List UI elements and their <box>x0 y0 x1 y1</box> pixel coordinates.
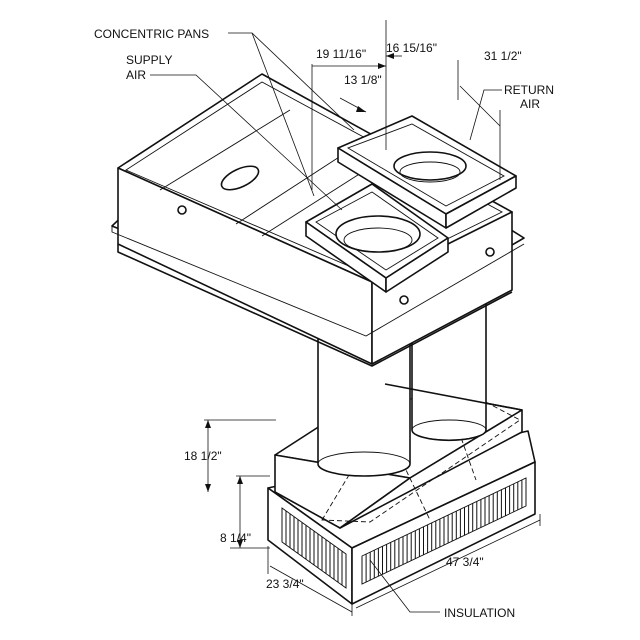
dim-18-1-2: 18 1/2" <box>184 449 222 463</box>
right-grille <box>361 477 527 585</box>
dim-23-3-4: 23 3/4" <box>266 577 304 591</box>
dim-8-1-4: 8 1/4" <box>220 531 251 545</box>
left-grille <box>281 507 347 589</box>
dim-47-3-4: 47 3/4" <box>446 555 484 569</box>
return-air-label-line1: RETURN <box>504 83 554 97</box>
insulation-label: INSULATION <box>444 606 515 620</box>
labels: CONCENTRIC PANS SUPPLY AIR RETURN AIR IN… <box>94 27 554 620</box>
return-air-label-line2: AIR <box>520 97 540 111</box>
supply-duct <box>317 335 411 477</box>
return-pan <box>337 115 517 229</box>
supply-air-label-line2: AIR <box>126 68 146 82</box>
supply-pan <box>305 183 449 293</box>
dim-19-11-16: 19 11/16" <box>316 47 366 61</box>
dimension-lines <box>150 20 541 616</box>
dim-31-1-2: 31 1/2" <box>484 49 522 63</box>
dim-13-1-8: 13 1/8" <box>344 73 382 87</box>
dim-16-15-16: 16 15/16" <box>386 41 437 55</box>
supply-air-label-line1: SUPPLY <box>126 53 172 67</box>
concentric-pans-label: CONCENTRIC PANS <box>94 27 209 41</box>
